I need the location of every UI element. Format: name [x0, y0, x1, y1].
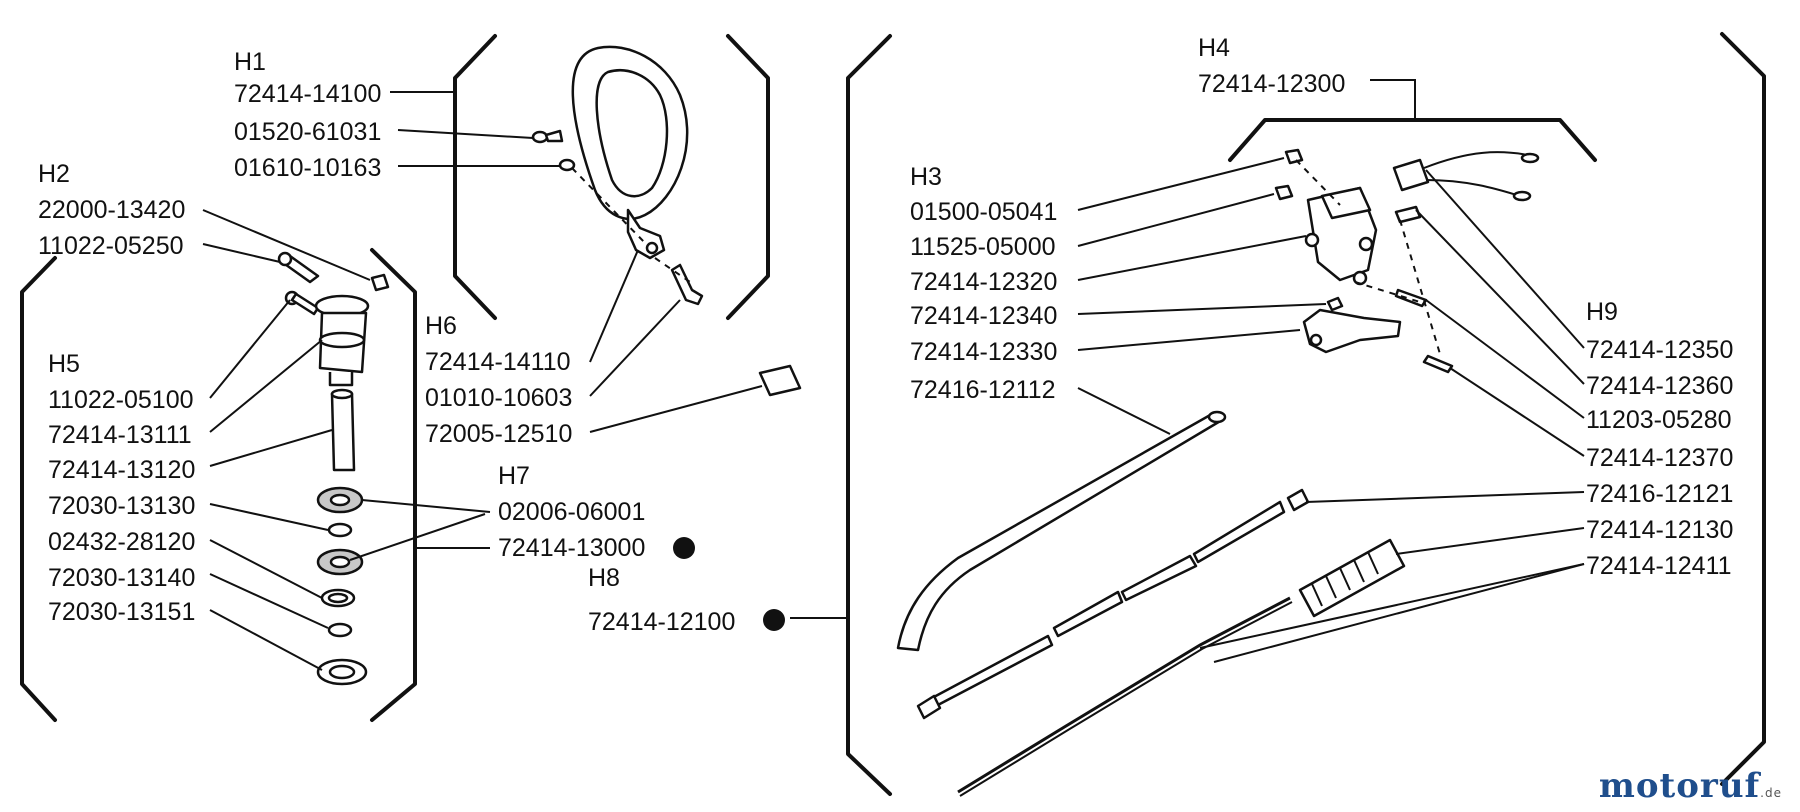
watermark-logo: motoruf.de [1599, 766, 1782, 806]
group-label-h7: H7 [498, 462, 530, 490]
watermark-brand: motoruf [1598, 766, 1761, 806]
bearing-upper [316, 486, 364, 514]
group-label-h9: H9 [1586, 298, 1618, 326]
throttle-screw-1 [1394, 288, 1428, 308]
square-nut [370, 273, 390, 292]
throttle-housing [1304, 186, 1378, 286]
throttle-dash [1295, 159, 1441, 355]
part-01500-05041: 01500-05041 [910, 198, 1057, 226]
handle-grip [1298, 538, 1406, 618]
part-72414-13111: 72414-13111 [48, 421, 192, 449]
bracket-h1-left [453, 34, 497, 320]
snap-ring [320, 588, 356, 608]
watermark-tld: .de [1760, 786, 1782, 800]
assembly-marker-h8 [763, 609, 785, 631]
part-11203-05280: 11203-05280 [1586, 406, 1732, 434]
nut-small-2 [1274, 184, 1294, 201]
part-02006-06001: 02006-06001 [498, 498, 645, 526]
assembly-marker-h7 [673, 537, 695, 559]
bracket-h8-right [1720, 32, 1766, 786]
throttle-trigger [1302, 308, 1402, 354]
part-72414-12300: 72414-12300 [1198, 70, 1345, 98]
group-label-h4: H4 [1198, 34, 1230, 62]
group-label-h3: H3 [910, 163, 942, 191]
part-72414-14110: 72414-14110 [425, 348, 571, 376]
wing-nut [531, 129, 564, 144]
handle-loop [571, 45, 689, 260]
part-11022-05100: 11022-05100 [48, 386, 194, 414]
group-label-h2: H2 [38, 160, 70, 188]
part-11022-05250: 11022-05250 [38, 232, 184, 260]
part-11525-05000: 11525-05000 [910, 233, 1056, 261]
part-01610-10163: 01610-10163 [234, 154, 381, 182]
throttle-spring [1326, 296, 1344, 312]
part-72414-12320: 72414-12320 [910, 268, 1057, 296]
group-label-h5: H5 [48, 350, 80, 378]
seal-cap [316, 658, 368, 686]
collar [327, 622, 353, 638]
part-72414-12360: 72414-12360 [1586, 372, 1733, 400]
part-01520-61031: 01520-61031 [234, 118, 381, 146]
bracket-h8-left [846, 34, 892, 796]
group-label-h6: H6 [425, 312, 457, 340]
part-72414-12370: 72414-12370 [1586, 444, 1733, 472]
part-72030-13151: 72030-13151 [48, 598, 195, 626]
part-72414-13120: 72414-13120 [48, 456, 195, 484]
part-72414-12130: 72414-12130 [1586, 516, 1733, 544]
flex-drive-cable [957, 596, 1291, 794]
flex-drive-cable-outer [959, 601, 1293, 797]
bent-handle-tube [896, 410, 1227, 652]
bracket-h4 [1228, 118, 1597, 162]
part-02432-28120: 02432-28120 [48, 528, 195, 556]
drive-tube [916, 488, 1310, 720]
handle-bolt [670, 263, 704, 306]
part-72414-13000: 72414-13000 [498, 534, 645, 562]
leader-lines [202, 79, 1585, 671]
group-label-h8: H8 [588, 564, 620, 592]
part-72414-12340: 72414-12340 [910, 302, 1057, 330]
small-bolt [284, 290, 320, 316]
part-72416-12121: 72416-12121 [1586, 480, 1733, 508]
part-72030-13130: 72030-13130 [48, 492, 195, 520]
part-72414-12350: 72414-12350 [1586, 336, 1733, 364]
throttle-screw-2 [1422, 354, 1454, 374]
gear-housing [314, 294, 370, 387]
group-label-h1: H1 [234, 48, 266, 76]
clamp-bolt [277, 251, 320, 284]
drive-shaft-sleeve [330, 388, 356, 472]
part-01010-10603: 01010-10603 [425, 384, 572, 412]
part-22000-13420: 22000-13420 [38, 196, 185, 224]
bracket-h5-right [370, 248, 417, 722]
part-72414-12411: 72414-12411 [1586, 552, 1732, 580]
throttle-pin [1394, 205, 1422, 224]
switch-connector [1392, 151, 1540, 202]
part-72414-14100: 72414-14100 [234, 80, 381, 108]
part-72414-12100: 72414-12100 [588, 608, 735, 636]
part-72030-13140: 72030-13140 [48, 564, 195, 592]
label-tag [758, 364, 802, 397]
bracket-h5-left [20, 256, 57, 722]
part-72416-12112: 72416-12112 [910, 376, 1056, 404]
part-72005-12510: 72005-12510 [425, 420, 572, 448]
part-72414-12330: 72414-12330 [910, 338, 1057, 366]
nut-small-1 [1284, 148, 1304, 165]
bracket-h1-right [726, 34, 770, 320]
bearing-lower [316, 548, 364, 576]
spacer-ring [327, 522, 353, 538]
